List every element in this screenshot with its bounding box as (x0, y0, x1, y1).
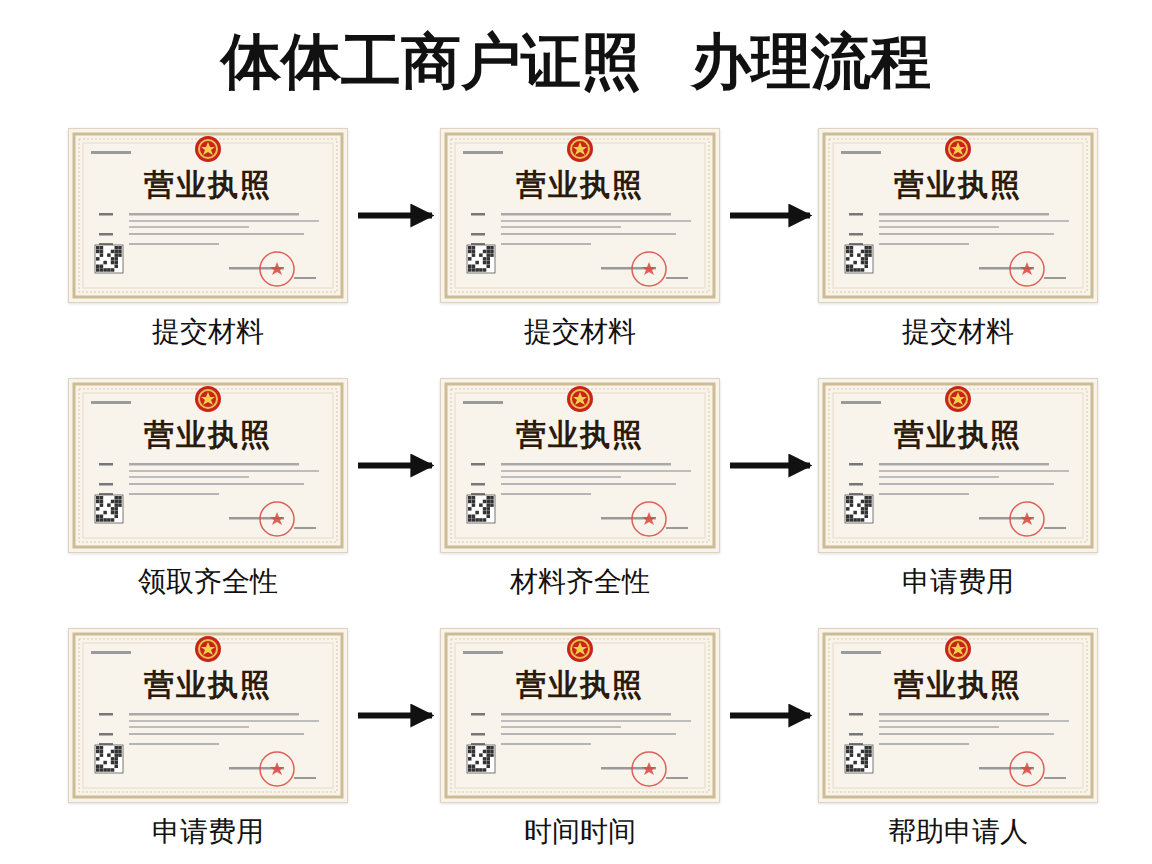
step-caption: 申请费用 (818, 563, 1098, 601)
license-node: 营业执照时间时间 (440, 628, 720, 851)
license-frame: 营业执照 (440, 128, 720, 303)
license-illustration (441, 379, 719, 552)
page-title: 体体工商户证照 办理流程 (0, 22, 1152, 103)
flow-arrow (358, 713, 432, 719)
flow-arrow (358, 463, 432, 469)
license-heading: 营业执照 (441, 415, 719, 456)
license-node: 营业执照领取齐全性 (68, 378, 348, 601)
license-heading: 营业执照 (69, 165, 347, 206)
license-heading: 营业执照 (69, 415, 347, 456)
license-node: 营业执照申请费用 (818, 378, 1098, 601)
step-caption: 领取齐全性 (68, 563, 348, 601)
step-caption: 帮助申请人 (818, 813, 1098, 851)
step-caption: 提交材料 (68, 313, 348, 351)
license-frame: 营业执照 (440, 378, 720, 553)
step-caption: 提交材料 (440, 313, 720, 351)
license-node: 营业执照提交材料 (818, 128, 1098, 351)
license-node: 营业执照提交材料 (68, 128, 348, 351)
license-node: 营业执照提交材料 (440, 128, 720, 351)
license-illustration (819, 129, 1097, 302)
flow-arrow (730, 713, 810, 719)
license-frame: 营业执照 (818, 628, 1098, 803)
license-heading: 营业执照 (69, 665, 347, 706)
license-illustration (819, 379, 1097, 552)
license-heading: 营业执照 (441, 665, 719, 706)
license-frame: 营业执照 (818, 378, 1098, 553)
step-caption: 材料齐全性 (440, 563, 720, 601)
step-caption: 时间时间 (440, 813, 720, 851)
license-frame: 营业执照 (68, 378, 348, 553)
license-illustration (819, 629, 1097, 802)
license-illustration (69, 379, 347, 552)
license-node: 营业执照申请费用 (68, 628, 348, 851)
step-caption: 申请费用 (68, 813, 348, 851)
license-illustration (69, 629, 347, 802)
flow-arrow (358, 213, 432, 219)
license-heading: 营业执照 (819, 665, 1097, 706)
license-illustration (69, 129, 347, 302)
flow-arrow (730, 463, 810, 469)
license-node: 营业执照材料齐全性 (440, 378, 720, 601)
step-caption: 提交材料 (818, 313, 1098, 351)
license-frame: 营业执照 (818, 128, 1098, 303)
license-frame: 营业执照 (68, 128, 348, 303)
license-heading: 营业执照 (441, 165, 719, 206)
license-frame: 营业执照 (68, 628, 348, 803)
license-heading: 营业执照 (819, 165, 1097, 206)
license-illustration (441, 629, 719, 802)
flow-arrow (730, 213, 810, 219)
license-node: 营业执照帮助申请人 (818, 628, 1098, 851)
license-illustration (441, 129, 719, 302)
license-heading: 营业执照 (819, 415, 1097, 456)
license-frame: 营业执照 (440, 628, 720, 803)
